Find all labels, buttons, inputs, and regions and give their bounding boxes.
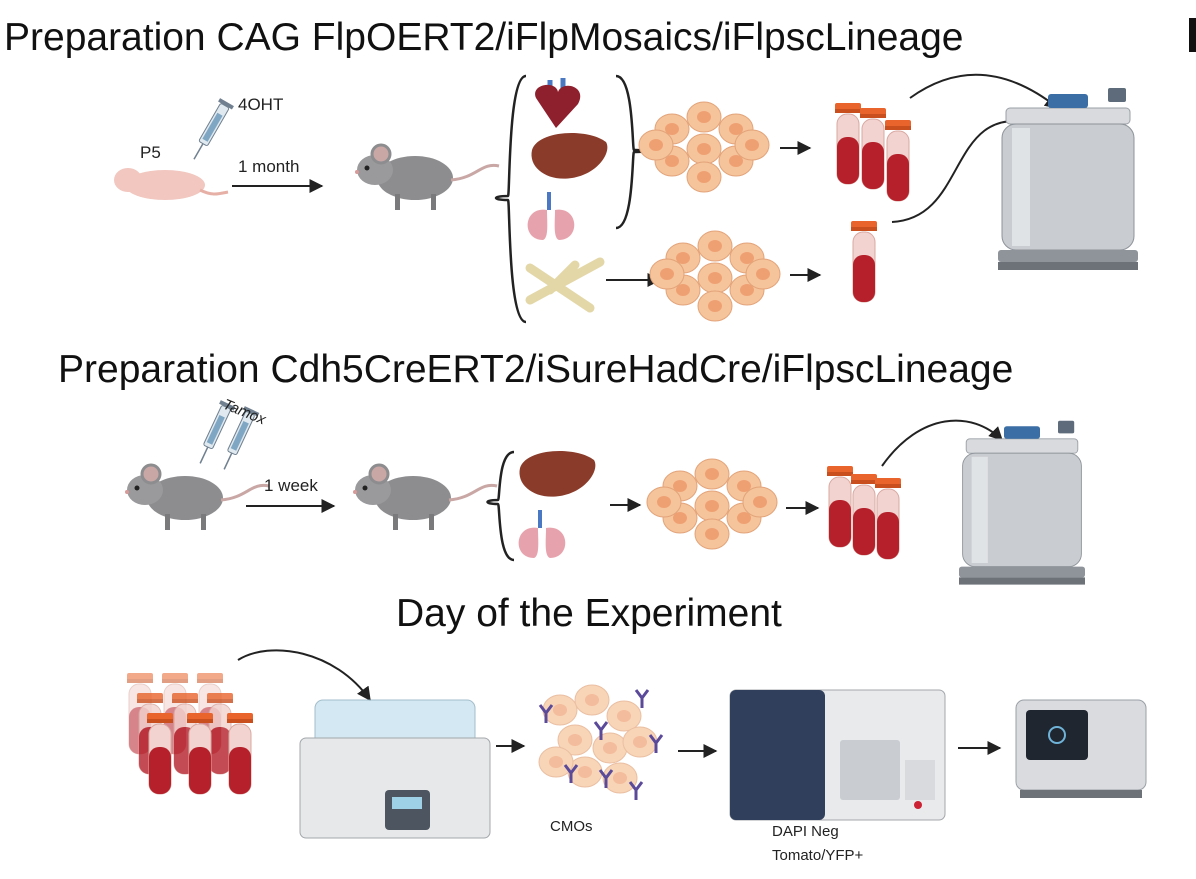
p5-label: P5	[140, 143, 161, 162]
mouse-icon	[351, 463, 499, 532]
left-brace	[494, 74, 527, 324]
4oht-label: 4OHT	[238, 95, 283, 114]
tube-icon	[826, 465, 854, 548]
lung-icon	[525, 190, 577, 242]
1-month-label: 1 month	[238, 157, 299, 176]
tube-icon	[850, 220, 878, 303]
tube-icon	[834, 102, 862, 185]
cryo-dewar-icon	[997, 87, 1139, 271]
cmos-label: CMOs	[550, 818, 593, 835]
section-title-day-of-experiment: Day of the Experiment	[396, 592, 782, 635]
thawed-tubes-group	[126, 672, 254, 795]
flow-cytometer-icon	[729, 689, 946, 821]
lung-icon	[516, 508, 568, 560]
heart-icon	[535, 78, 581, 128]
curved-arrow	[237, 649, 371, 702]
cell-cluster-icon	[647, 459, 777, 549]
cells-with-cmos-icon	[538, 684, 664, 800]
tube-icon	[884, 119, 912, 202]
liver-icon	[519, 450, 596, 497]
clipped-glyph	[1189, 18, 1196, 52]
sequencer-icon	[1015, 699, 1147, 798]
water-bath-icon	[299, 699, 491, 839]
tube-icon	[850, 473, 878, 556]
curved-arrow	[881, 419, 1003, 467]
1-week-label: 1 week	[264, 476, 318, 495]
section-title-cag: Preparation CAG FlpOERT2/iFlpMosaics/iFl…	[4, 16, 964, 59]
bone-icon	[525, 257, 605, 313]
section-title-cdh5: Preparation Cdh5CreERT2/iSureHadCre/iFlp…	[58, 348, 1013, 391]
syringe-icon	[186, 97, 235, 164]
tube-icon	[874, 477, 902, 560]
dapi-neg-label: DAPI Neg	[772, 823, 839, 840]
mouse-icon	[123, 463, 271, 532]
cryo-dewar-icon	[958, 420, 1086, 586]
liver-icon	[531, 132, 608, 179]
cell-cluster-icon	[650, 231, 780, 321]
adult-mouse-icon	[353, 143, 501, 212]
curved-arrow	[909, 73, 1060, 109]
pup-p5	[114, 168, 229, 200]
cell-cluster-icon	[639, 102, 769, 192]
tomato-yfp-label: Tomato/YFP+	[772, 847, 864, 864]
left-brace	[486, 450, 515, 562]
tube-icon	[859, 107, 887, 190]
